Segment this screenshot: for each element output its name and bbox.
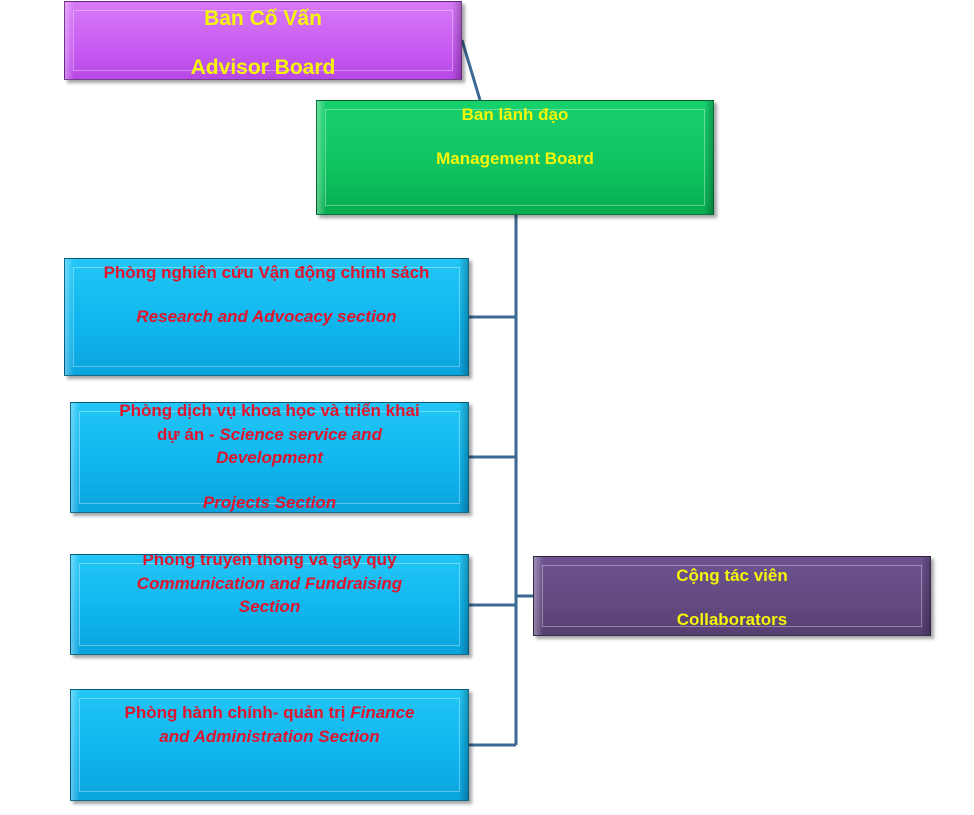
finance-administration-section-box: Phòng hành chính- quản trị Finance and A… — [70, 689, 469, 801]
collaborators-box: Cộng tác viên Collaborators — [533, 556, 931, 636]
finance-section-en-label-2: and Administration Section — [159, 727, 380, 746]
collaborators-en-label: Collaborators — [676, 610, 788, 629]
communication-section-vn-label: Phòng truyền thông và gây quỹ — [142, 554, 397, 569]
management-board-en-label: Management Board — [436, 149, 594, 168]
research-section-vn-label: Phòng nghiên cứu Vận động chính sách — [103, 263, 430, 282]
communication-fundraising-section-box: Phòng truyền thông và gây quỹ Communicat… — [70, 554, 469, 655]
communication-section-en-label: Communication and Fundraising — [136, 574, 403, 593]
advisor-board-vn-label: Ban Cố Vấn — [204, 7, 322, 30]
finance-section-vn-label: Phòng hành chính- quản trị — [124, 703, 351, 722]
science-service-section-box: Phòng dịch vụ khoa học và triển khai dự … — [70, 402, 469, 513]
science-section-line2: dự án - Science service and — [71, 425, 468, 445]
management-board-box: Ban lãnh đạo Management Board — [316, 100, 714, 215]
management-board-vn-label: Ban lãnh đạo — [461, 105, 569, 124]
science-section-en-label: Science service and — [219, 425, 382, 444]
science-section-vn-label-2: dự án - — [157, 425, 220, 444]
science-section-en-label-2: Development — [216, 448, 323, 467]
advisor-board-box: Ban Cố Vấn Advisor Board — [64, 1, 462, 80]
research-section-en-label: Research and Advocacy section — [136, 307, 397, 326]
advisor-board-en-label: Advisor Board — [190, 56, 336, 79]
finance-section-en-label: Finance — [350, 703, 415, 722]
communication-section-en-label-2: Section — [238, 597, 301, 616]
connector-advisor-management — [460, 39, 482, 101]
collaborators-vn-label: Cộng tác viên — [676, 566, 788, 585]
science-section-vn-label: Phòng dịch vụ khoa học và triển khai — [119, 402, 420, 420]
research-advocacy-section-box: Phòng nghiên cứu Vận động chính sách Res… — [64, 258, 469, 376]
finance-section-line1: Phòng hành chính- quản trị Finance — [71, 703, 468, 723]
science-section-en-label-3: Projects Section — [202, 493, 337, 512]
